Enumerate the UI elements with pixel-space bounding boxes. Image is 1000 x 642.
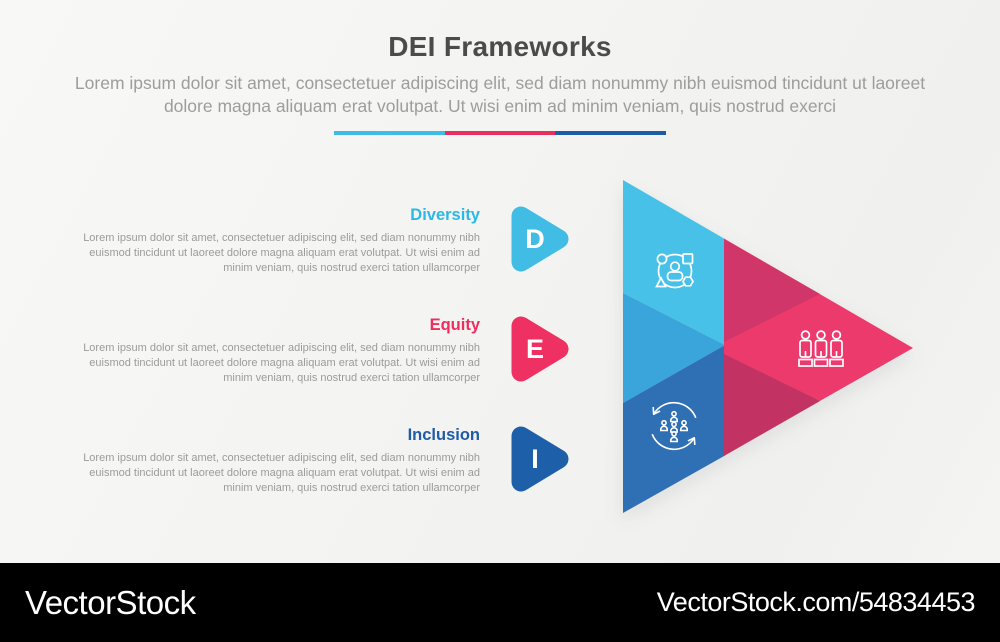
inclusion-description: Lorem ipsum dolor sit amet, consectetuer… — [83, 452, 480, 494]
inclusion-people-cycle-icon — [651, 402, 697, 450]
equity-heading: Equity — [429, 316, 480, 334]
diversity-badge-letter: D — [525, 224, 545, 254]
list-item-equity: Equity Lorem ipsum dolor sit amet, conse… — [82, 316, 480, 385]
equity-three-people-icon — [798, 330, 844, 367]
play-triangle-icon — [511, 316, 569, 382]
inclusion-section — [623, 345, 725, 513]
page-title: DEI Frameworks — [388, 31, 612, 62]
dei-arrow-pyramid — [623, 180, 913, 513]
people-cluster — [660, 410, 688, 443]
middle-wedge-section — [623, 293, 725, 403]
page-subtitle: Lorem ipsum dolor sit amet, consectetuer… — [74, 73, 926, 116]
inclusion-badge: I — [505, 421, 575, 497]
vectorstock-url: VectorStock.com/54834453 — [656, 587, 976, 617]
equity-description: Lorem ipsum dolor sit amet, consectetuer… — [83, 342, 480, 384]
equity-shade-bottom — [724, 354, 820, 456]
vectorstock-logo: VectorStock — [25, 583, 196, 621]
title-divider — [334, 131, 667, 135]
inclusion-badge-letter: I — [531, 444, 539, 474]
play-triangle-icon — [511, 206, 569, 272]
list-item-diversity: Diversity Lorem ipsum dolor sit amet, co… — [82, 206, 480, 275]
list-item-inclusion: Inclusion Lorem ipsum dolor sit amet, co… — [82, 426, 480, 495]
play-triangle-icon — [511, 426, 569, 492]
divider-pink-segment — [444, 131, 556, 135]
watermark-bar: VectorStock VectorStock.com/54834453 — [0, 563, 1000, 642]
equity-badge-letter: E — [525, 334, 544, 364]
inclusion-heading: Inclusion — [407, 426, 480, 444]
equity-shade-top — [724, 239, 820, 342]
divider-cyan-segment — [334, 131, 445, 135]
diversity-badge: D — [505, 201, 575, 277]
diversity-description: Lorem ipsum dolor sit amet, consectetuer… — [83, 232, 480, 274]
diversity-heading: Diversity — [410, 206, 480, 224]
diversity-people-shapes-icon — [655, 253, 694, 289]
equity-badge: E — [505, 311, 575, 387]
divider-blue-segment — [555, 131, 667, 135]
